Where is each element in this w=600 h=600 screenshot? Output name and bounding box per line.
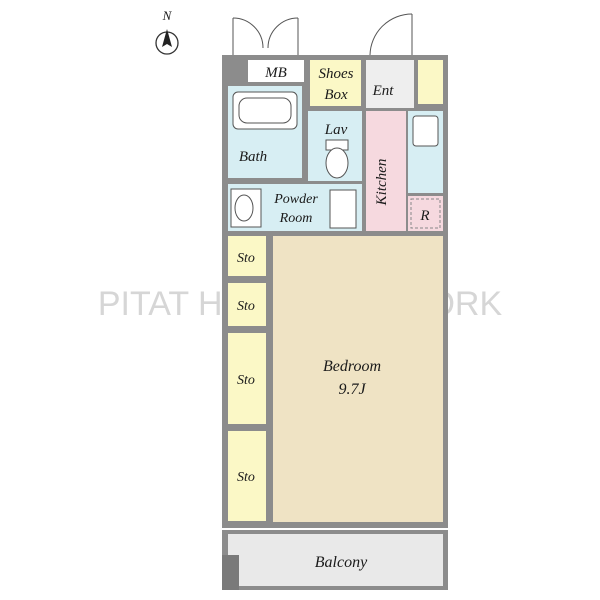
front-door-arc: [369, 13, 413, 56]
storage-2: [228, 283, 266, 326]
label-entrance: Ent: [372, 83, 395, 99]
label-shoes-box-2: Box: [324, 87, 348, 103]
storage-4: [228, 431, 266, 521]
room-entrance: [366, 60, 414, 108]
closet-top-right: [418, 60, 443, 104]
compass-needle-icon: [162, 29, 172, 47]
room-kitchen: [366, 111, 406, 231]
room-shoes-box: [310, 60, 361, 106]
label-storage-1: Sto: [237, 251, 255, 266]
washer-space-icon: [329, 189, 357, 229]
label-bedroom: Bedroom: [323, 358, 381, 375]
label-kitchen: Kitchen: [374, 159, 390, 207]
refrigerator-outline: [410, 198, 441, 229]
mb-door-left-arc: [232, 17, 264, 49]
label-storage-3: Sto: [237, 373, 255, 388]
label-storage-4: Sto: [237, 470, 255, 485]
refrigerator-space: [408, 196, 443, 231]
room-balcony: [228, 534, 443, 586]
label-powder-room-2: Room: [279, 211, 313, 226]
balcony-partition: [222, 555, 239, 590]
room-bedroom: [273, 236, 443, 522]
door-swings: [232, 13, 413, 56]
bathtub-icon: [232, 91, 298, 130]
storage-3: [228, 333, 266, 424]
toilet-icon: [325, 139, 349, 179]
washbasin-icon: [230, 188, 262, 228]
label-lav: Lav: [324, 122, 348, 138]
label-shoes-box-1: Shoes: [319, 66, 354, 82]
label-refrigerator: R: [419, 208, 429, 224]
room-mb: [248, 60, 304, 82]
mb-door-right-arc: [267, 17, 299, 49]
label-powder-room-1: Powder: [273, 192, 318, 207]
label-mb: MB: [264, 65, 287, 81]
label-balcony: Balcony: [315, 554, 368, 571]
compass-label: N: [162, 8, 173, 23]
label-storage-2: Sto: [237, 299, 255, 314]
label-bedroom-size: 9.7J: [338, 381, 366, 398]
storage-1: [228, 236, 266, 276]
kitchen-sink-icon: [412, 115, 439, 147]
label-bath: Bath: [239, 149, 267, 165]
compass: N: [155, 8, 179, 55]
